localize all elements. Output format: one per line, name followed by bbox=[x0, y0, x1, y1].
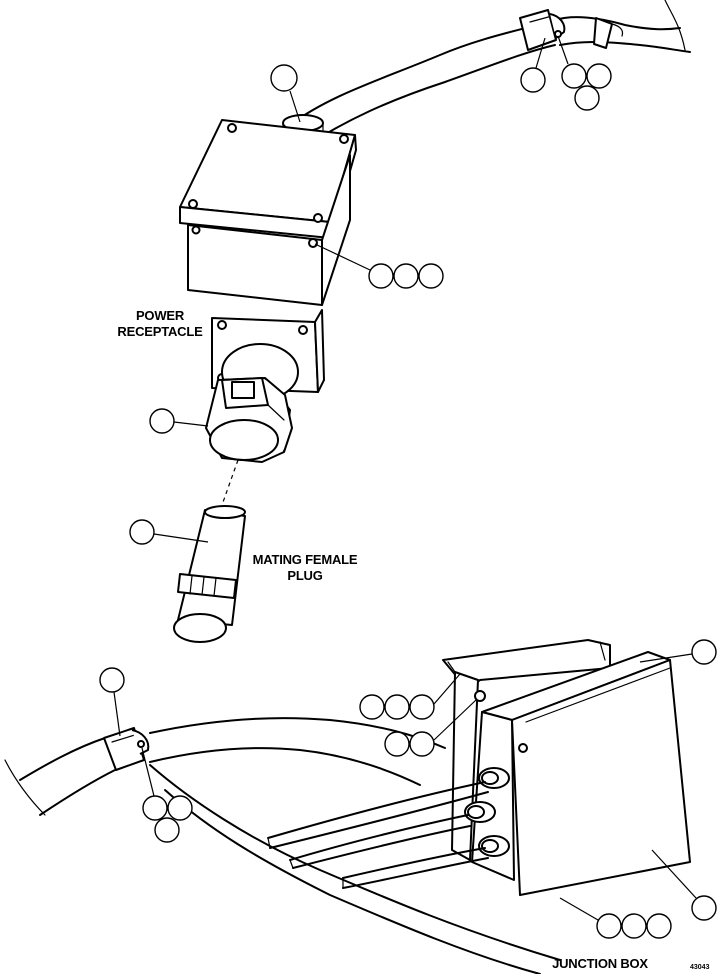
callout-bracket-hardware bbox=[359, 673, 461, 720]
receptacle-box bbox=[179, 119, 357, 306]
power-receptacle-label-line1: POWER bbox=[135, 308, 185, 323]
junction-box-label: JUNCTION BOX bbox=[552, 956, 648, 971]
callout-junction-conduit bbox=[559, 897, 672, 939]
alignment-line bbox=[221, 459, 239, 506]
callout-bracket bbox=[639, 639, 717, 665]
callout-lid-screws bbox=[314, 243, 444, 289]
mating-plug-label-line2: PLUG bbox=[287, 568, 323, 583]
receptacle-connector bbox=[205, 343, 299, 463]
callout-bracket-screw bbox=[384, 699, 477, 757]
upper-conduit bbox=[289, 0, 691, 151]
callout-upper-clamp bbox=[520, 37, 546, 93]
power-receptacle-label: POWER RECEPTACLE bbox=[108, 308, 212, 340]
lower-conduit-clamp bbox=[103, 727, 150, 771]
callout-receptacle-fitting bbox=[270, 64, 301, 123]
power-receptacle-label-line2: RECEPTACLE bbox=[117, 324, 203, 339]
lower-conduit-left bbox=[4, 717, 561, 975]
mating-female-plug-label: MATING FEMALE PLUG bbox=[246, 552, 364, 584]
upper-conduit-clamp bbox=[519, 9, 624, 51]
callout-upper-clamp-hardware bbox=[557, 35, 612, 111]
junction-box-wires bbox=[267, 781, 489, 889]
callout-junction-cover bbox=[651, 849, 717, 921]
mating-plug-label-line1: MATING FEMALE bbox=[252, 552, 358, 567]
callout-mating-plug bbox=[129, 519, 209, 545]
junction-box-fittings bbox=[464, 767, 510, 857]
callout-lower-clamp bbox=[99, 667, 125, 737]
callout-receptacle-connector bbox=[149, 408, 209, 434]
callout-lower-clamp-hardware bbox=[141, 747, 193, 843]
figure-number: 43043 bbox=[690, 964, 710, 971]
mating-female-plug bbox=[173, 505, 246, 643]
